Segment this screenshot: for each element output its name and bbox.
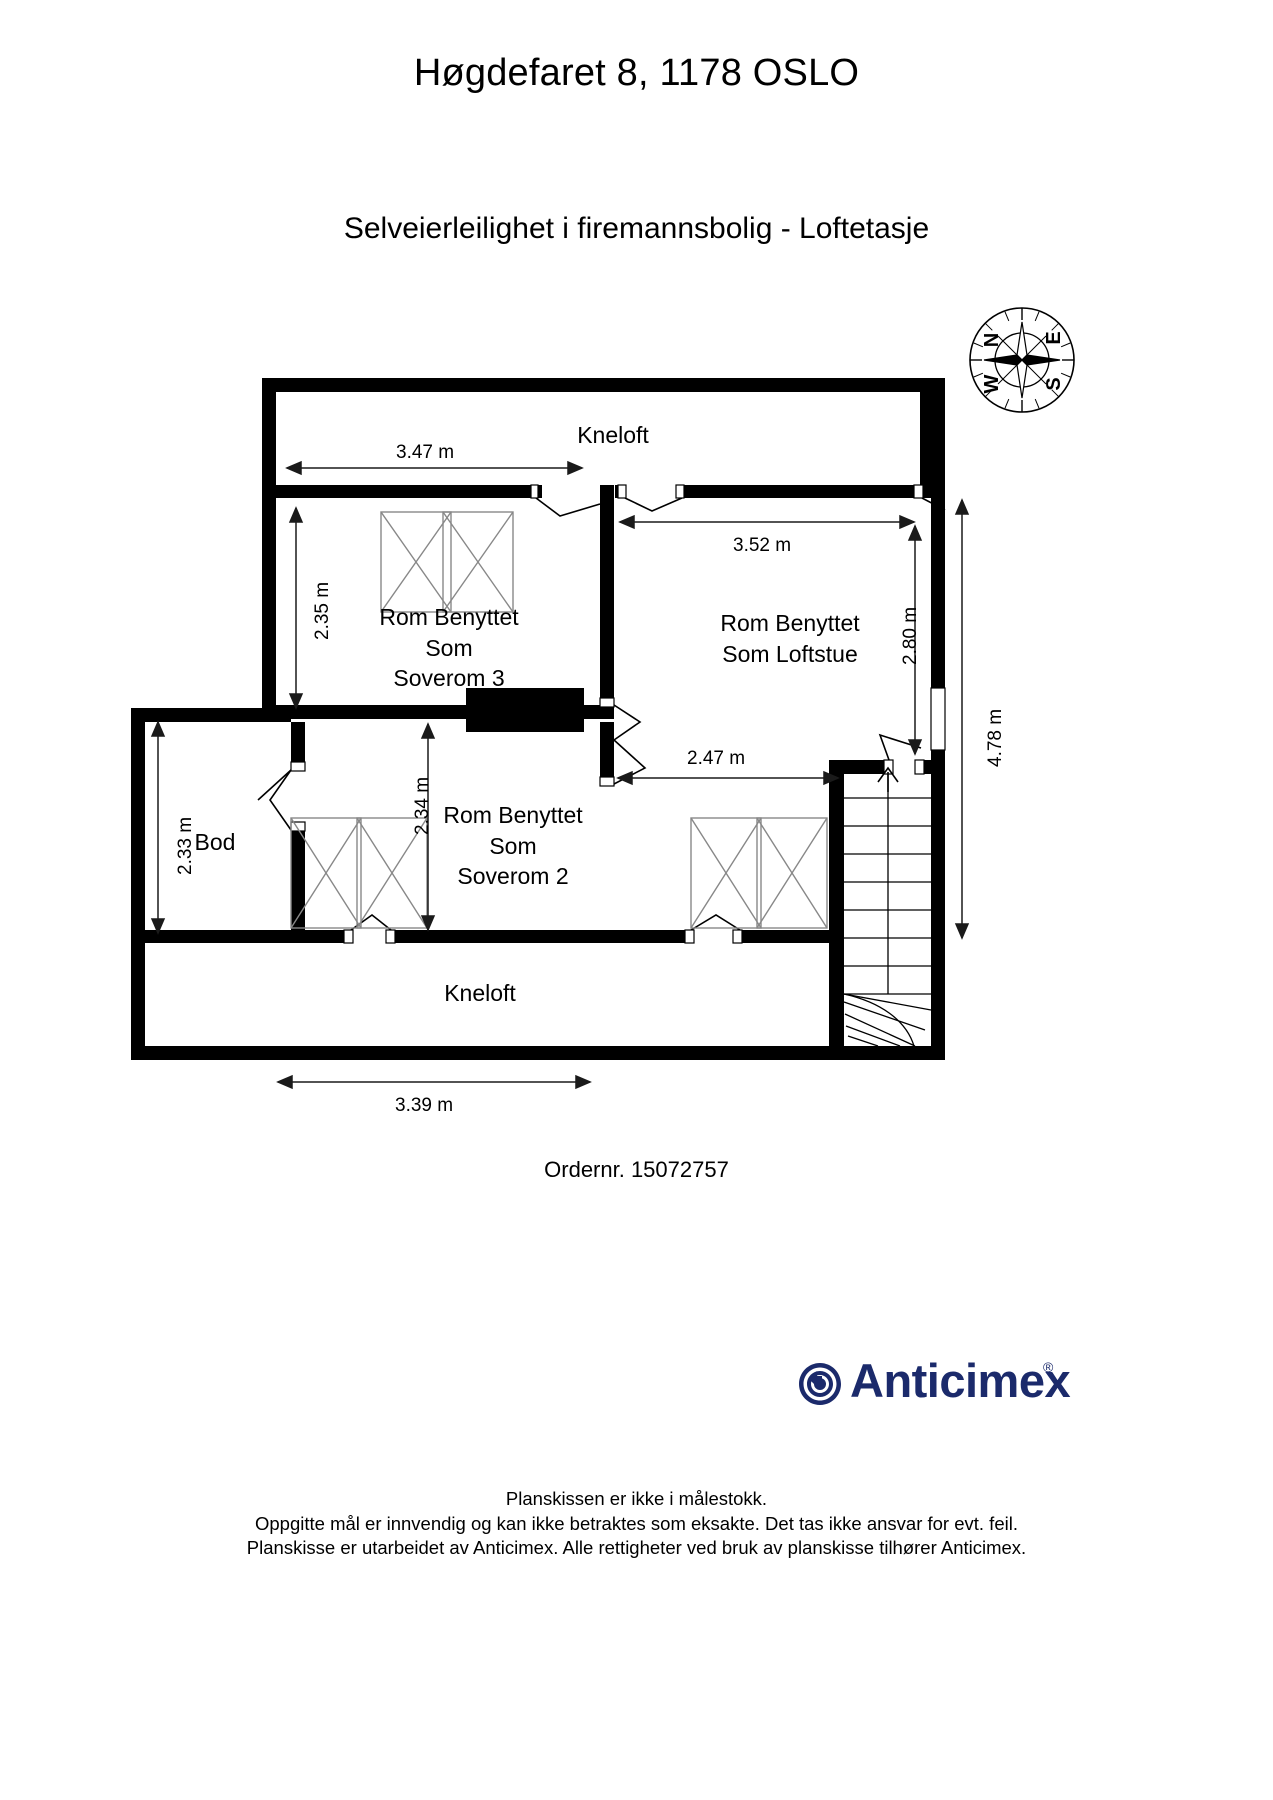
room-label-loftstue: Rom Benyttet Som Loftstue [640,608,940,669]
room-label-soverom2: Rom Benyttet Som Soverom 2 [388,800,638,892]
dimension-overall-height: 4.78 m [985,708,1006,767]
footer-line-1: Planskissen er ikke i målestokk. [505,1488,768,1509]
dimension-top-width: 3.47 m [396,442,455,463]
svg-text:E: E [1043,331,1065,344]
room-label-line: Soverom 2 [457,863,569,890]
svg-text:W: W [981,374,1003,393]
svg-text:S: S [1043,377,1065,390]
dimension-bod-height: 2.33 m [175,816,196,875]
anticimex-logo: Anticimex ® [795,1354,1071,1417]
dimension-soverom2-height: 2.34 m [412,776,433,835]
walls [131,378,945,1060]
footer-disclaimer: Planskissen er ikke i målestokk. Oppgitt… [0,1487,1273,1561]
door-jambs [290,484,946,944]
room-label-kneloft-bottom: Kneloft [444,980,516,1006]
compass-rose: N E S W [962,300,1082,420]
staircase [843,766,932,1047]
room-label-line: Rom Benyttet [379,604,519,630]
footer-line-2: Oppgitte mål er innvendig og kan ikke be… [255,1512,1018,1534]
order-number: Ordernr. 15072757 [544,1157,729,1182]
registered-mark: ® [1043,1359,1054,1375]
dimension-loftstue-width: 3.52 m [733,535,792,556]
page-subtitle: Selveierleilighet i firemannsbolig - Lof… [343,212,930,245]
anticimex-spiral-icon [799,1363,841,1405]
skylight [290,511,828,929]
room-label-line: Soverom 3 [393,665,505,692]
svg-text:N: N [981,333,1003,347]
room-label-soverom3: Rom Benyttet Som Soverom 3 [294,602,604,694]
room-label-line: Som [425,634,473,661]
room-label-line: Rom Benyttet [720,610,860,636]
page-title: Høgdefaret 8, 1178 OSLO [413,52,860,94]
room-label-line: Som [489,832,537,859]
room-label-bod: Bod [194,829,236,855]
dimension-lines [150,460,970,1090]
footer-line-3: Planskisse er utarbeidet av Anticimex. A… [246,1537,1027,1559]
room-label-line: Rom Benyttet [443,802,583,828]
dimension-soverom2-width: 2.47 m [687,748,746,769]
room-label-kneloft-top: Kneloft [577,422,649,448]
floorplan-drawing: Kneloft Rom Benyttet Som Soverom 3 Rom B… [0,330,1273,1150]
dimension-bottom-width: 3.39 m [395,1095,454,1116]
dimension-soverom3-height: 2.35 m [312,581,333,640]
dimension-loftstue-height: 2.80 m [900,606,921,665]
room-label-line: Som Loftstue [722,640,858,667]
doors [257,497,946,931]
anticimex-wordmark: Anticimex [850,1354,1071,1407]
